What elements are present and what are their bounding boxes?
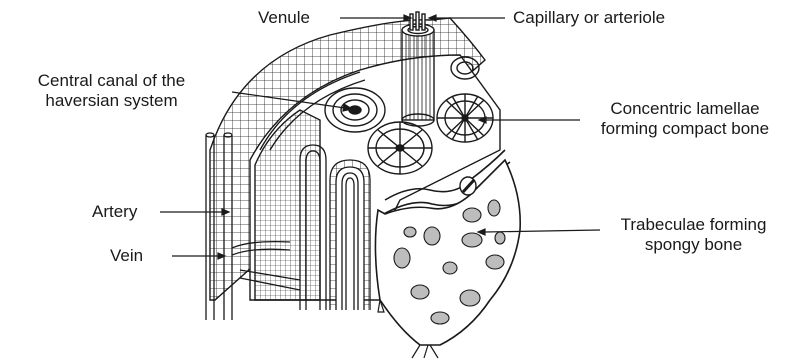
osteon-column xyxy=(402,12,434,126)
label-concentric-line1: Concentric lamellae xyxy=(580,99,790,119)
label-central-canal-line2: haversian system xyxy=(4,91,219,111)
label-concentric: Concentric lamellae forming compact bone xyxy=(580,99,790,139)
label-central-canal-line1: Central canal of the xyxy=(4,71,219,91)
label-trabeculae: Trabeculae forming spongy bone xyxy=(596,215,791,255)
label-concentric-line2: forming compact bone xyxy=(580,119,790,139)
label-venule: Venule xyxy=(258,8,310,28)
label-trabeculae-line2: spongy bone xyxy=(596,235,791,255)
osteon-middle xyxy=(368,122,432,174)
striped-cell xyxy=(460,177,476,195)
label-trabeculae-line1: Trabeculae forming xyxy=(596,215,791,235)
label-vein: Vein xyxy=(110,246,143,266)
label-artery: Artery xyxy=(92,202,137,222)
label-central-canal: Central canal of the haversian system xyxy=(4,71,219,111)
label-capillary: Capillary or arteriole xyxy=(513,8,665,28)
